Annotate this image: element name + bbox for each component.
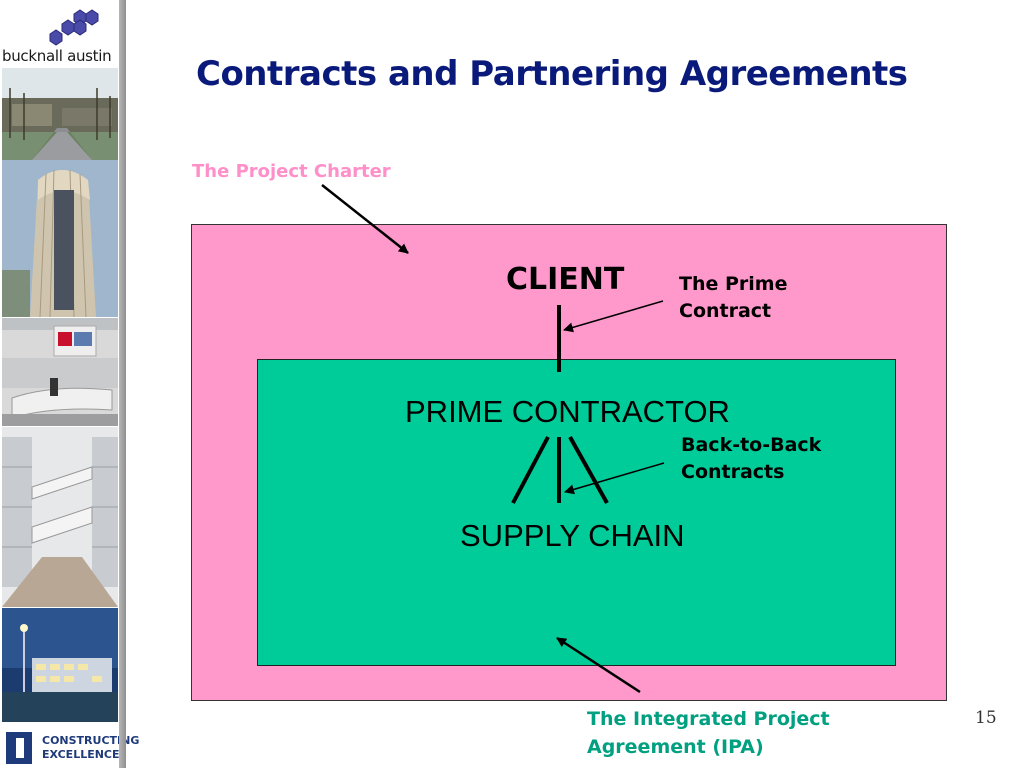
ipa-label: The Integrated Project Agreement (IPA) <box>587 705 830 761</box>
client-label: CLIENT <box>506 262 625 297</box>
slide-title: Contracts and Partnering Agreements <box>196 54 908 94</box>
hexagon-logo-icon <box>49 9 99 46</box>
ipa-box <box>257 359 896 666</box>
sidebar-divider <box>119 0 126 768</box>
partner-line2: EXCELLENCE <box>42 748 120 761</box>
ipa-line1: The Integrated Project <box>587 708 830 730</box>
partner-line1: CONSTRUCTING <box>42 734 140 747</box>
photo-night-building <box>2 608 118 722</box>
company-name: bucknall austin <box>2 47 112 65</box>
project-charter-label: The Project Charter <box>192 161 391 182</box>
back-to-back-label: Back-to-Back Contracts <box>681 432 821 486</box>
page-number: 15 <box>975 708 997 728</box>
company-logo: bucknall austin <box>0 0 120 70</box>
supply-chain-label: SUPPLY CHAIN <box>460 518 685 553</box>
prime-contractor-label: PRIME CONTRACTOR <box>405 394 730 429</box>
constructing-excellence-logo: CONSTRUCTING EXCELLENCE <box>4 730 139 766</box>
photo-tower <box>2 160 118 317</box>
photo-campus <box>2 68 118 160</box>
back-to-back-line2: Contracts <box>681 461 785 483</box>
prime-contract-label: The Prime Contract <box>679 271 787 325</box>
prime-contract-line1: The Prime <box>679 273 788 295</box>
back-to-back-line1: Back-to-Back <box>681 434 822 456</box>
prime-contract-line2: Contract <box>679 300 772 322</box>
photo-reception <box>2 318 118 426</box>
photo-sidebar: bucknall austin <box>0 0 139 768</box>
ipa-line2: Agreement (IPA) <box>587 736 764 758</box>
photo-atrium <box>2 427 118 607</box>
building-block-icon <box>6 732 32 764</box>
